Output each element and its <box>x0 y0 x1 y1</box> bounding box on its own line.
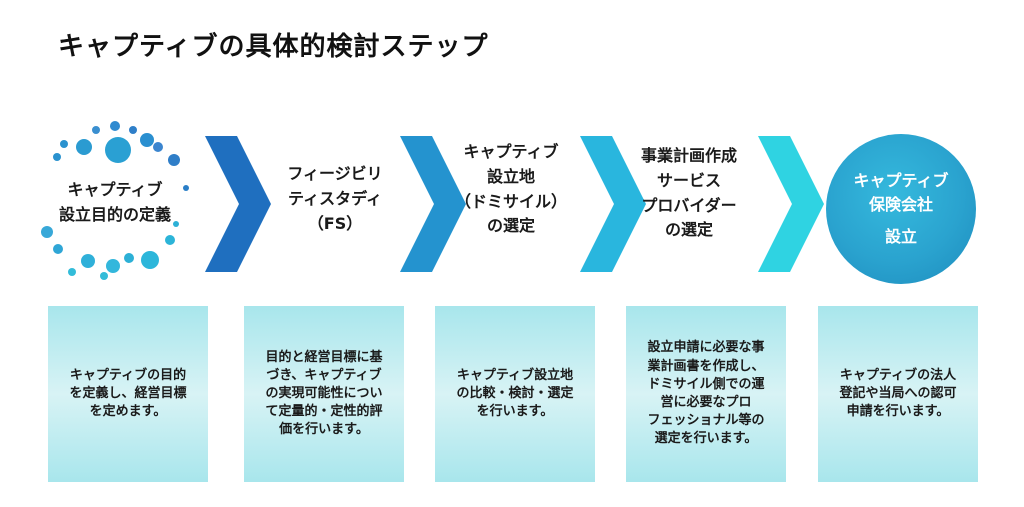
card-line: 申請を行います。 <box>846 404 950 420</box>
dot <box>105 137 131 163</box>
step-5-line: キャプティブ <box>853 171 949 190</box>
step-1-label: キャプティブ 設立目的の定義 <box>40 178 190 228</box>
card-line: ドミサイル側での運 <box>647 376 765 392</box>
dot <box>53 153 61 161</box>
step-4-label: 事業計画作成 サービス プロバイダー の選定 <box>624 144 754 243</box>
card-line: フェッショナル等の <box>647 413 765 429</box>
step-4-line: サービス <box>656 170 721 190</box>
description-card-5: キャプティブの法人 登記や当局への認可 申請を行います。 <box>818 306 978 482</box>
step-2-line: （FS） <box>307 213 363 233</box>
dot <box>141 251 159 269</box>
dotted-circle <box>41 121 189 280</box>
step-1-line: 設立目的の定義 <box>58 204 171 224</box>
chevron-arrow-3 <box>580 136 646 272</box>
description-card-2: 目的と経営目標に基 づき、キャプティブ の実現可能性につい て定量的・定性的評 … <box>244 306 404 482</box>
dot <box>168 154 180 166</box>
description-card-4: 設立申請に必要な事 業計画書を作成し、 ドミサイル側での運 営に必要なプロ フェ… <box>626 306 786 482</box>
step-3-line: の選定 <box>486 216 535 236</box>
chevron-arrow-4 <box>758 136 824 272</box>
dot <box>53 244 63 254</box>
card-line: キャプティブ設立地 <box>456 367 574 383</box>
card-line: の比較・検討・選定 <box>456 385 574 401</box>
card-text: キャプティブ設立地 の比較・検討・選定 を行います。 <box>456 367 573 422</box>
dot <box>140 133 154 147</box>
dot <box>106 259 120 273</box>
step-2-label: フィージビリ ティスタディ （FS） <box>270 162 400 236</box>
step-2-line: フィージビリ <box>287 164 383 183</box>
dot <box>76 139 92 155</box>
card-line: 業計画書を作成し、 <box>647 358 765 374</box>
card-text: キャプティブの目的 を定義し、経営目標 を定めます。 <box>69 367 186 422</box>
step-3-label: キャプティブ 設立地 （ドミサイル） の選定 <box>446 140 576 239</box>
card-line: を定義し、経営目標 <box>69 385 187 401</box>
step-5-line: 保険会社 <box>868 195 933 214</box>
chevron-arrow-1 <box>205 136 271 272</box>
card-line: を定めます。 <box>89 404 167 420</box>
dot <box>183 185 189 191</box>
step-4-line: 事業計画作成 <box>640 146 737 165</box>
dot <box>110 121 120 131</box>
description-card-1: キャプティブの目的 を定義し、経営目標 を定めます。 <box>48 306 208 482</box>
step-3-line: 設立地 <box>486 166 535 186</box>
dot <box>92 126 100 134</box>
chevron-arrow-2 <box>400 136 466 272</box>
step-4-line: プロバイダー <box>641 195 737 215</box>
card-text: 設立申請に必要な事 業計画書を作成し、 ドミサイル側での運 営に必要なプロ フェ… <box>647 339 764 448</box>
step-1-line: キャプティブ <box>67 180 163 199</box>
card-line: 設立申請に必要な事 <box>647 340 765 356</box>
card-line: 選定を行います。 <box>654 431 758 447</box>
dot <box>173 221 179 227</box>
card-line: て定量的・定性的評 <box>265 404 383 420</box>
card-text: 目的と経営目標に基 づき、キャプティブ の実現可能性につい て定量的・定性的評 … <box>265 349 382 440</box>
dot <box>124 253 134 263</box>
page-title: キャプティブの具体的検討ステップ <box>58 32 489 62</box>
step-2-line: ティスタディ <box>288 188 382 208</box>
card-line: 目的と経営目標に基 <box>265 349 383 365</box>
card-text: キャプティブの法人 登記や当局への認可 申請を行います。 <box>839 367 956 422</box>
card-line: を行います。 <box>476 404 554 420</box>
step-3-line: （ドミサイル） <box>454 191 567 211</box>
card-line: キャプティブの法人 <box>839 367 957 383</box>
step-5-line: 設立 <box>884 227 917 246</box>
card-line: 価を行います。 <box>279 422 369 438</box>
card-line: キャプティブの目的 <box>69 367 187 383</box>
dot <box>81 254 95 268</box>
dot <box>41 226 53 238</box>
dot <box>60 140 68 148</box>
step-4-line: の選定 <box>664 220 713 240</box>
final-step-circle: キャプティブ 保険会社 設立 <box>826 134 976 284</box>
dot <box>129 126 137 134</box>
dot <box>100 272 108 280</box>
card-line: 営に必要なプロ <box>660 395 752 410</box>
step-3-line: キャプティブ <box>463 142 559 161</box>
card-line: づき、キャプティブ <box>266 367 382 383</box>
card-line: の実現可能性につい <box>265 385 383 401</box>
dot <box>165 235 175 245</box>
card-line: 登記や当局への認可 <box>839 385 957 401</box>
description-card-3: キャプティブ設立地 の比較・検討・選定 を行います。 <box>435 306 595 482</box>
dot <box>153 142 163 152</box>
dot <box>68 268 76 276</box>
